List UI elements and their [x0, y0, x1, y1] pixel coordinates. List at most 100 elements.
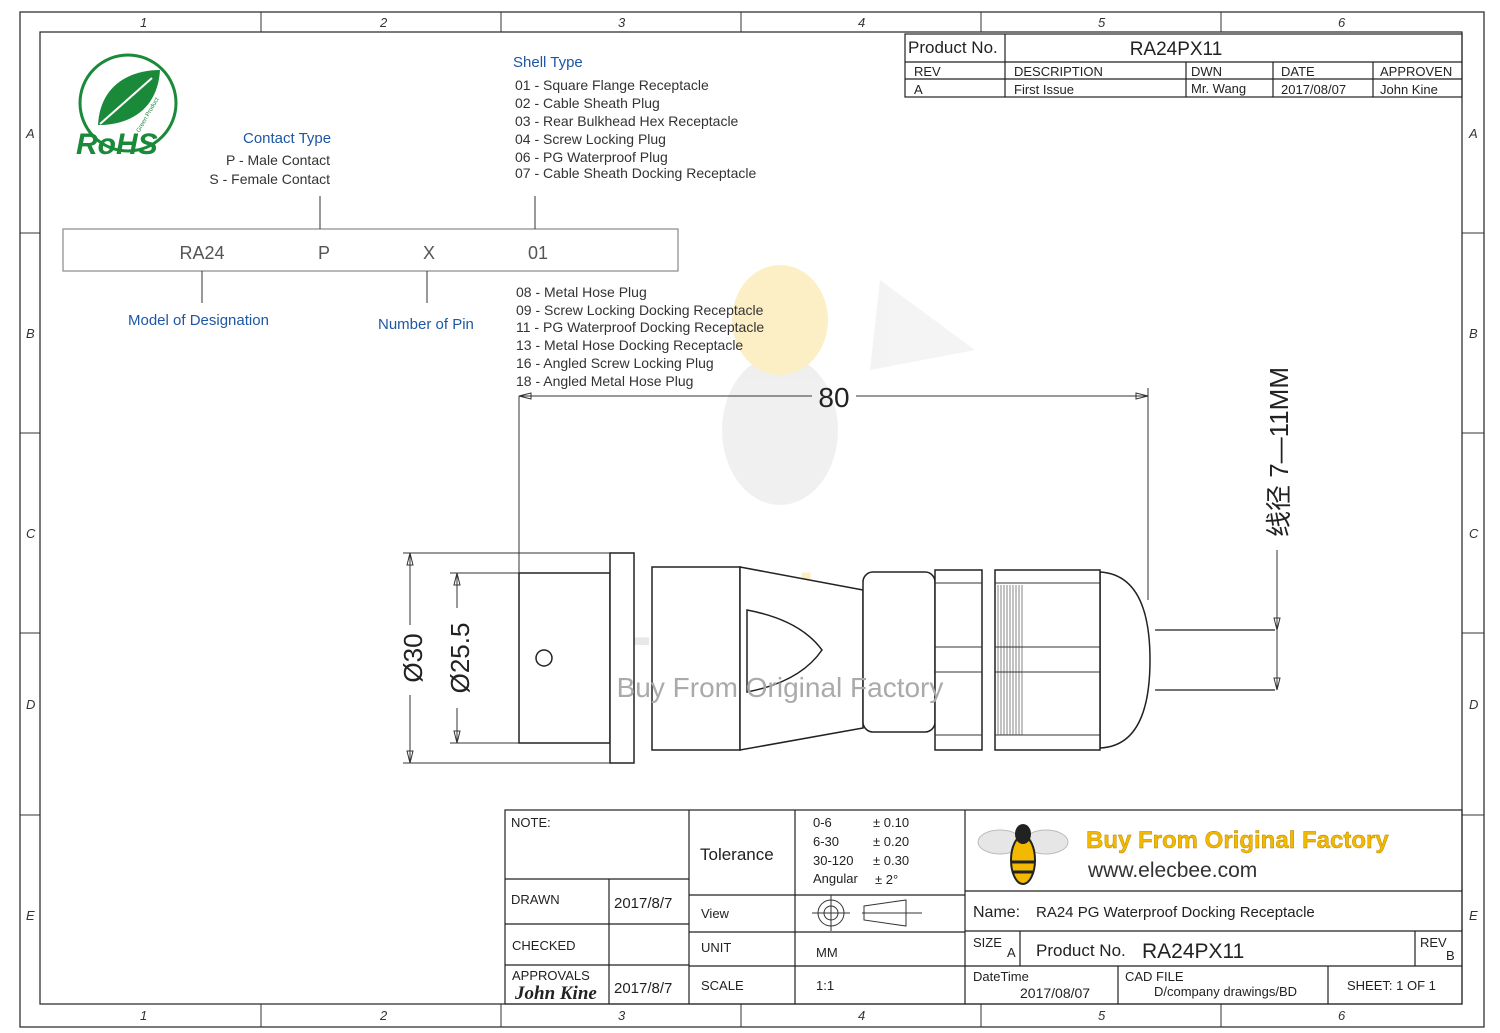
rev-label: REV [1420, 935, 1447, 950]
rohs-logo: RoHS Green Product [76, 53, 178, 161]
shell-type-item: 03 - Rear Bulkhead Hex Receptacle [515, 113, 739, 129]
rev-header: REV [914, 64, 941, 79]
description-value: First Issue [1014, 82, 1074, 97]
rev-value: A [914, 82, 923, 97]
tolerance-range: 30-120 [813, 853, 853, 868]
date-value: 2017/08/07 [1281, 82, 1346, 97]
designation-code-box [62, 228, 679, 272]
sheet-count: SHEET: 1 OF 1 [1347, 978, 1436, 993]
code-model: RA24 [179, 243, 224, 263]
shell-type-item: 04 - Screw Locking Plug [515, 131, 666, 147]
dimension-outer-diameter: Ø30 [398, 633, 428, 682]
revision-product-no: RA24PX11 [1130, 39, 1223, 60]
col-label: 6 [1338, 15, 1346, 30]
view-label: View [701, 906, 730, 921]
row-label: D [26, 697, 35, 712]
row-label: A [25, 126, 35, 141]
row-label: C [1469, 526, 1479, 541]
revision-product-label: Product No. [908, 38, 998, 57]
shell-type-title: Shell Type [513, 54, 583, 71]
dimension-length: 80 [818, 382, 849, 413]
row-label: D [1469, 697, 1478, 712]
approvals-label: APPROVALS [512, 968, 590, 983]
shell-type-item: 16 - Angled Screw Locking Plug [516, 355, 714, 371]
brand-slogan: Buy From Original Factory [1086, 827, 1389, 854]
col-label: 2 [379, 15, 388, 30]
connector-side-view [518, 552, 1275, 764]
contact-type-item: S - Female Contact [209, 171, 330, 187]
row-label: B [1469, 326, 1478, 341]
date-header: DATE [1281, 64, 1315, 79]
code-contact: P [318, 243, 330, 263]
approvals-date: 2017/8/7 [614, 980, 672, 997]
col-label: 5 [1098, 1008, 1106, 1023]
dwn-value: Mr. Wang [1191, 81, 1246, 96]
shell-type-item: 08 - Metal Hose Plug [516, 284, 647, 300]
col-label: 4 [858, 15, 865, 30]
row-label: E [1469, 908, 1478, 923]
title-block: NOTE: DRAWN 2017/8/7 CHECKED APPROVALS J… [504, 809, 1463, 1005]
bee-logo-icon [977, 824, 1069, 885]
title-product-no: RA24PX11 [1142, 940, 1244, 963]
col-label: 5 [1098, 15, 1106, 30]
approven-value: John Kine [1380, 82, 1438, 97]
code-shell: 01 [528, 243, 548, 263]
datetime-label: DateTime [973, 969, 1029, 984]
tolerance-range: 6-30 [813, 834, 839, 849]
knurled-cap [995, 582, 1100, 736]
size-label: SIZE [973, 935, 1002, 950]
col-label: 3 [618, 1008, 626, 1023]
number-of-pin-label: Number of Pin [378, 316, 474, 333]
approven-header: APPROVEN [1380, 64, 1452, 79]
brand-website: www.elecbee.com [1087, 859, 1257, 882]
shell-type-item: 18 - Angled Metal Hose Plug [516, 373, 693, 389]
shell-type-item: 02 - Cable Sheath Plug [515, 95, 660, 111]
rohs-text: RoHS [76, 128, 158, 161]
approver-signature: John Kine [514, 983, 597, 1004]
shell-type-item: 09 - Screw Locking Docking Receptacle [516, 302, 764, 318]
grid-labels: 1 2 3 4 5 6 1 2 3 4 5 6 A B C D E A B C … [25, 15, 1479, 1023]
row-label: C [26, 526, 36, 541]
dimension-inner-diameter: Ø25.5 [445, 623, 475, 694]
cad-file-value: D/company drawings/BD [1154, 984, 1297, 999]
product-name: RA24 PG Waterproof Docking Receptacle [1036, 904, 1315, 921]
col-label: 1 [140, 15, 147, 30]
row-label: A [1468, 126, 1478, 141]
drawn-date: 2017/8/7 [614, 895, 672, 912]
size-value: A [1007, 945, 1016, 960]
designation-legend: Contact Type P - Male Contact S - Female… [62, 54, 764, 389]
tolerance-label: Tolerance [700, 845, 774, 864]
revision-table: Product No. RA24PX11 REV DESCRIPTION DWN… [904, 33, 1463, 98]
tolerance-range: Angular [813, 871, 858, 886]
shell-type-item: 06 - PG Waterproof Plug [515, 149, 668, 165]
row-label: E [26, 908, 35, 923]
title-product-label: Product No. [1036, 941, 1126, 960]
tolerance-value: ± 0.10 [873, 815, 909, 830]
tolerance-range: 0-6 [813, 815, 832, 830]
col-label: 4 [858, 1008, 865, 1023]
unit-label: UNIT [701, 940, 731, 955]
col-label: 1 [140, 1008, 147, 1023]
rev-value: B [1446, 948, 1455, 963]
shell-type-item: 01 - Square Flange Receptacle [515, 77, 709, 93]
unit-value: MM [816, 945, 838, 960]
tolerance-value: ± 0.30 [873, 853, 909, 868]
name-label: Name: [973, 904, 1020, 921]
tolerance-value: ± 2° [875, 872, 898, 887]
datetime-value: 2017/08/07 [1020, 985, 1090, 1001]
row-label: B [26, 326, 35, 341]
projection-symbol-icon [812, 895, 922, 931]
contact-type-title: Contact Type [243, 130, 331, 147]
col-label: 3 [618, 15, 626, 30]
dwn-header: DWN [1191, 64, 1222, 79]
shell-type-item: 11 - PG Waterproof Docking Receptacle [516, 319, 764, 335]
dimension-cable-range: 线径 7—11MM [1264, 367, 1294, 537]
tolerance-value: ± 0.20 [873, 834, 909, 849]
model-of-designation-label: Model of Designation [128, 312, 269, 329]
checked-label: CHECKED [512, 938, 576, 953]
cad-file-label: CAD FILE [1125, 969, 1184, 984]
dimensions: 80 Ø30 Ø25.5 线径 7—11MM [398, 367, 1294, 764]
contact-type-item: P - Male Contact [226, 152, 330, 168]
